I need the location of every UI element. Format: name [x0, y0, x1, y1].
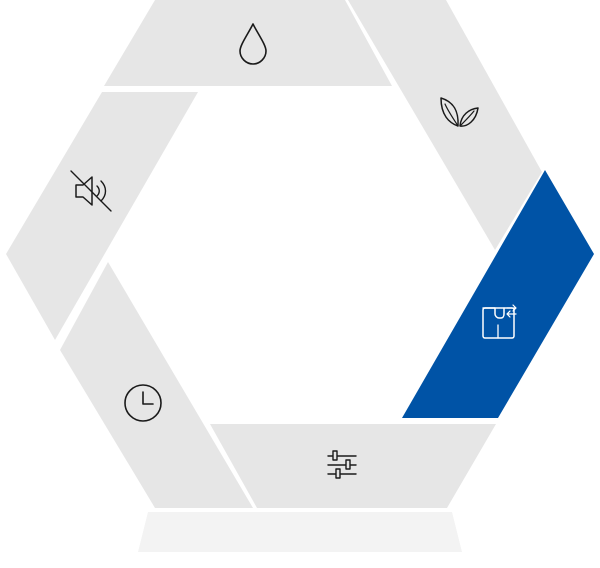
water-drop-icon	[240, 24, 266, 64]
speaker-mute-icon	[71, 171, 111, 211]
segment-water[interactable]	[104, 0, 392, 86]
clock-icon	[125, 385, 161, 421]
segment-mute[interactable]	[6, 92, 198, 340]
segment-timer[interactable]	[60, 262, 253, 508]
segment-remote[interactable]	[402, 170, 594, 418]
remote-start-icon	[483, 305, 516, 338]
segment-eco[interactable]	[348, 0, 542, 250]
ring-reflection	[138, 512, 462, 552]
sliders-icon	[328, 451, 356, 478]
leaves-icon	[441, 98, 478, 126]
segment-settings[interactable]	[210, 424, 496, 508]
